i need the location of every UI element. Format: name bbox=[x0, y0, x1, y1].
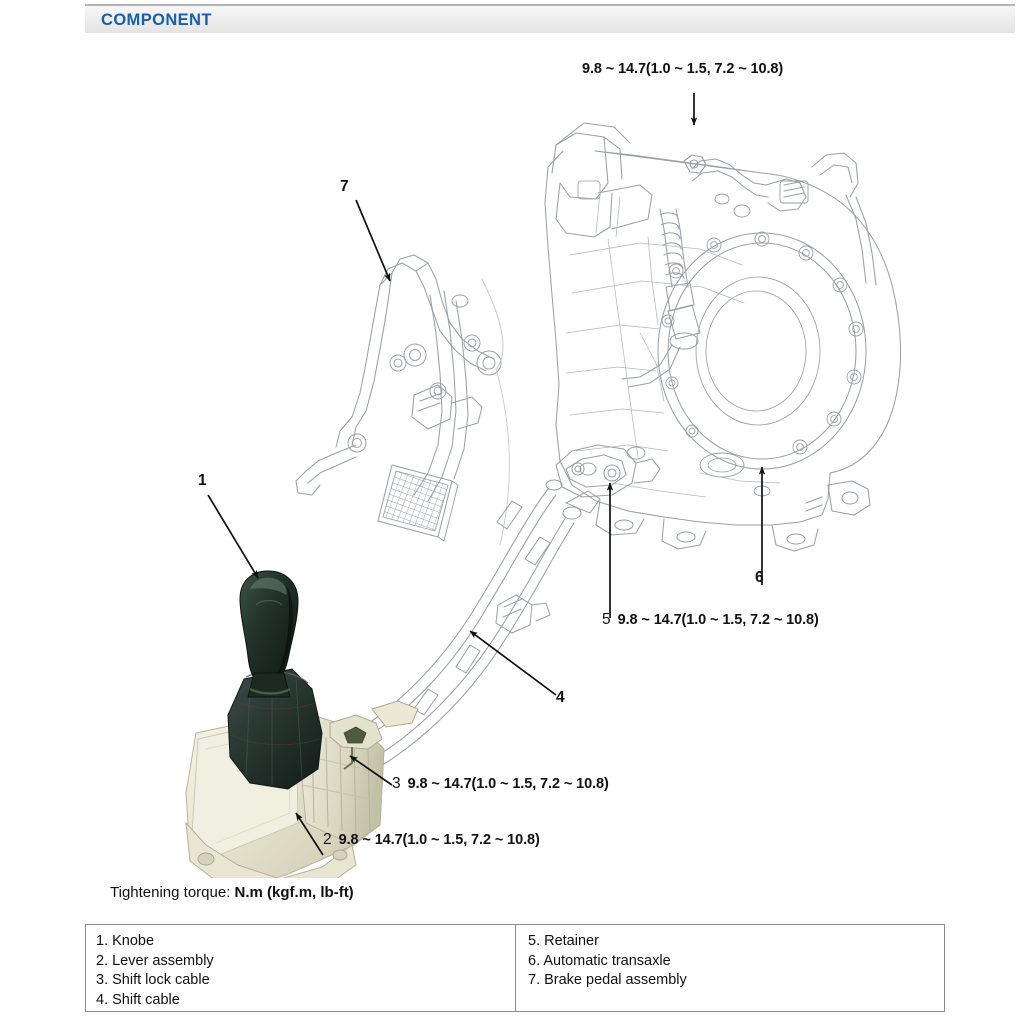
leader-3 bbox=[349, 755, 393, 786]
legend-item: 5. Retainer bbox=[528, 933, 599, 949]
torque-label-3: 9.8 ~ 14.7(1.0 ~ 1.5, 7.2 ~ 10.8) bbox=[407, 776, 609, 792]
shift-lever-assembly-photo bbox=[185, 570, 419, 878]
retainer-drawing bbox=[555, 444, 661, 498]
shift-boot bbox=[227, 668, 323, 790]
automatic-transaxle-drawing bbox=[544, 122, 902, 552]
parts-legend-table: 1. Knobe 2. Lever assembly 3. Shift lock… bbox=[85, 924, 945, 1012]
callout-number-1: 1 bbox=[198, 472, 207, 489]
legend-item: 1. Knobe bbox=[96, 933, 155, 949]
cable-clip bbox=[495, 594, 551, 634]
leader-1 bbox=[207, 494, 259, 579]
transaxle-top-bolt bbox=[683, 154, 707, 174]
callout-number-5: 5 bbox=[602, 611, 611, 628]
legend-item: 2. Lever assembly bbox=[96, 952, 214, 969]
legend-item: 4. Shift cable bbox=[96, 991, 180, 1008]
torque-label-2: 9.8 ~ 14.7(1.0 ~ 1.5, 7.2 ~ 10.8) bbox=[338, 832, 540, 848]
callout-leaders bbox=[207, 93, 766, 856]
brake-pedal-pad bbox=[377, 464, 459, 542]
legend-column-left: 1. Knobe 2. Lever assembly 3. Shift lock… bbox=[86, 925, 515, 1011]
legend-item: 3. Shift lock cable bbox=[96, 972, 210, 988]
callout-number-7: 7 bbox=[340, 178, 349, 195]
shift-knob bbox=[239, 570, 299, 698]
callout-row-5: 5 9.8 ~ 14.7(1.0 ~ 1.5, 7.2 ~ 10.8) bbox=[602, 612, 819, 628]
tightening-torque-prefix: Tightening torque: bbox=[110, 884, 235, 901]
callout-row-3: 3 9.8 ~ 14.7(1.0 ~ 1.5, 7.2 ~ 10.8) bbox=[392, 776, 609, 792]
legend-item: 6. Automatic transaxle bbox=[528, 952, 671, 969]
component-illustration bbox=[0, 33, 1024, 878]
callout-number-3: 3 bbox=[392, 775, 401, 792]
callout-number-4: 4 bbox=[556, 689, 565, 706]
legend-item: 7. Brake pedal assembly bbox=[528, 972, 687, 988]
tightening-torque-unit: N.m (kgf.m, lb-ft) bbox=[234, 884, 354, 901]
leader-4 bbox=[469, 630, 557, 696]
shift-cables-drawing bbox=[329, 444, 661, 782]
tightening-torque-caption: Tightening torque: N.m (kgf.m, lb-ft) bbox=[110, 884, 354, 901]
callout-number-6: 6 bbox=[755, 569, 764, 586]
callout-number-2: 2 bbox=[323, 831, 332, 848]
leader-2 bbox=[295, 812, 324, 856]
page-title: COMPONENT bbox=[101, 11, 212, 29]
legend-column-right: 5. Retainer 6. Automatic transaxle 7. Br… bbox=[515, 925, 944, 1011]
leader-7 bbox=[355, 199, 391, 282]
brake-pedal-assembly-drawing bbox=[295, 254, 510, 546]
callout-row-2: 2 9.8 ~ 14.7(1.0 ~ 1.5, 7.2 ~ 10.8) bbox=[323, 832, 540, 848]
torque-label-5: 9.8 ~ 14.7(1.0 ~ 1.5, 7.2 ~ 10.8) bbox=[617, 612, 819, 628]
torque-label-top: 9.8 ~ 14.7(1.0 ~ 1.5, 7.2 ~ 10.8) bbox=[582, 61, 784, 77]
section-header-bar: COMPONENT bbox=[85, 4, 1015, 33]
